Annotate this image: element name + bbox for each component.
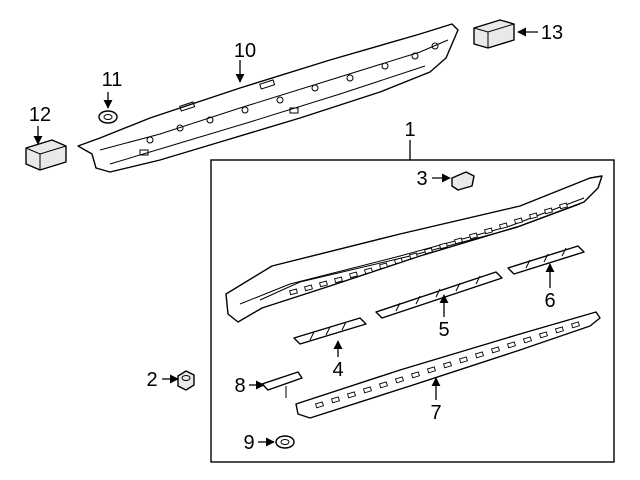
running-board-slots [289, 202, 568, 296]
callout-8: 8 [234, 375, 245, 397]
callout-3: 3 [416, 168, 427, 190]
lower-trim-panel-part [295, 311, 601, 419]
callout-7: 7 [430, 402, 441, 424]
rocker-reinforcement-part [77, 23, 459, 173]
small-clip-part [451, 171, 475, 191]
step-pad-rear-part [507, 245, 585, 275]
step-pad-middle-part [375, 271, 503, 319]
callout-6: 6 [544, 290, 555, 312]
callout-5: 5 [438, 319, 449, 341]
step-pad-front-part [293, 317, 367, 345]
running-board-assembly-part [225, 175, 603, 323]
grommet-lower-part [275, 435, 295, 449]
callout-11: 11 [102, 69, 123, 91]
callout-2: 2 [146, 369, 157, 391]
callout-10: 10 [234, 40, 256, 62]
callout-1: 1 [404, 119, 415, 141]
assembly-frame [210, 159, 615, 463]
callout-12: 12 [29, 104, 51, 126]
nut-part [177, 370, 195, 391]
trim-panel-slots [314, 321, 580, 409]
callout-9: 9 [243, 432, 254, 454]
leader-lines [33, 27, 555, 447]
clip-block-left-part [25, 139, 67, 171]
clip-block-right-part [473, 19, 515, 49]
push-pin-part [261, 371, 303, 398]
grommet-part [98, 110, 118, 124]
callout-4: 4 [332, 359, 343, 381]
callout-13: 13 [541, 22, 563, 44]
